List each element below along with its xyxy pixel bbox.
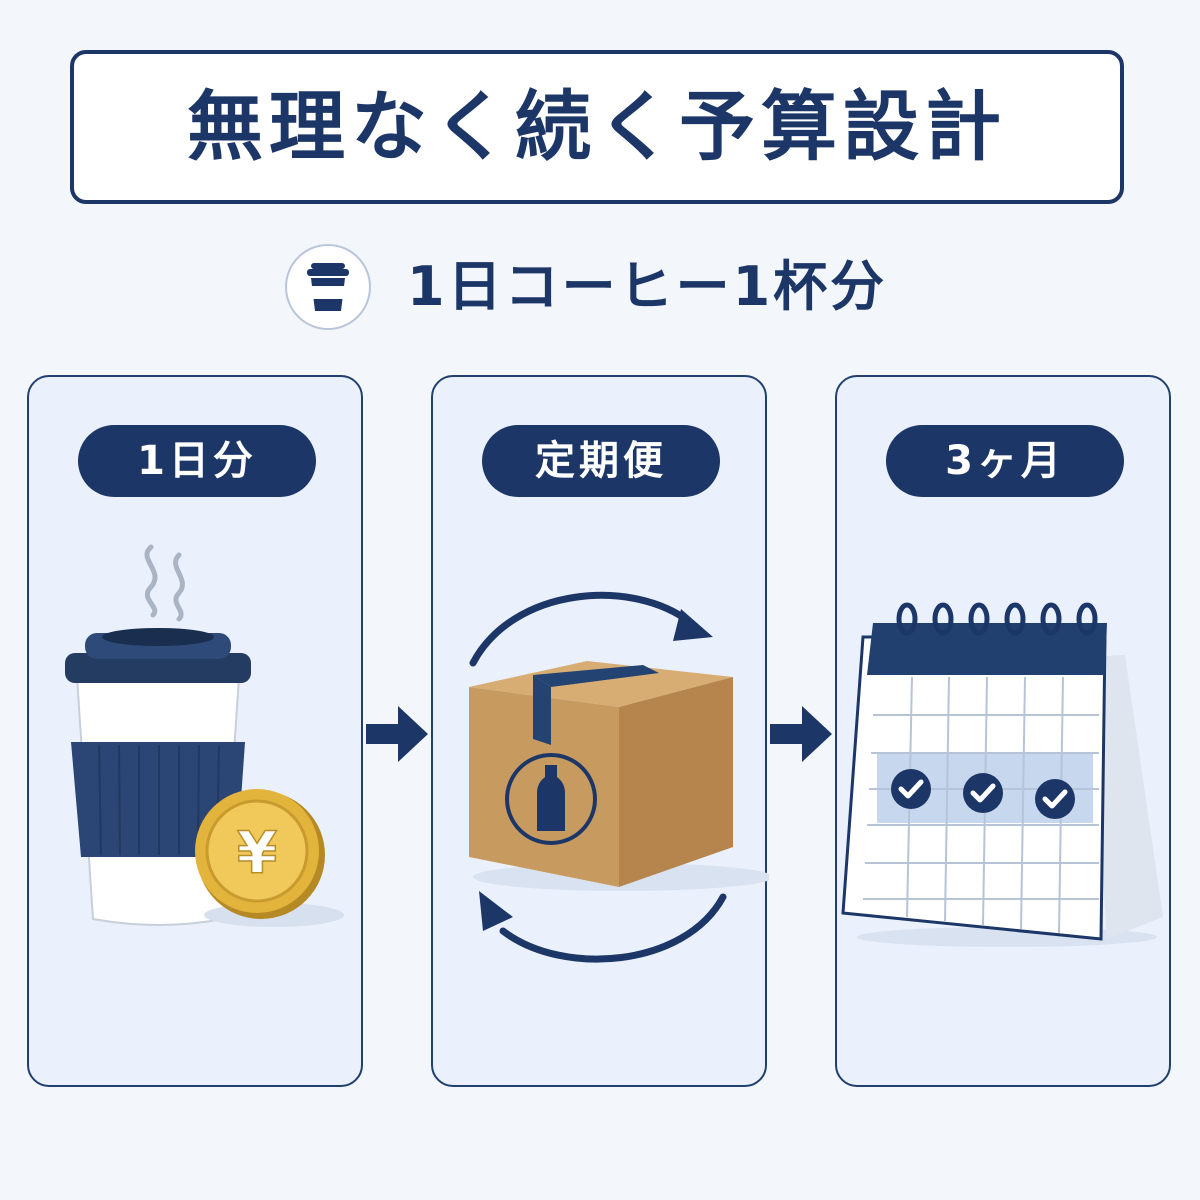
check-mark-icon (891, 769, 931, 809)
subtitle-row: 1日コーヒー1杯分 (285, 242, 887, 332)
desk-calendar-icon (841, 602, 1163, 941)
right-arrow-icon (768, 694, 836, 774)
panel-label-subscription: 定期便 (482, 425, 720, 497)
coffee-with-yen-illustration: ¥ (29, 527, 365, 1087)
panel-daily: 1日分 (27, 375, 363, 1087)
check-mark-icon (1035, 779, 1075, 819)
cycle-arrow-icon (469, 591, 727, 963)
svg-text:¥: ¥ (237, 819, 277, 887)
coffee-cup-icon (285, 244, 371, 330)
right-arrow-icon (364, 694, 432, 774)
panel-label-daily: 1日分 (78, 425, 316, 497)
panel-label-three-months: 3ヶ月 (886, 425, 1124, 497)
panel-subscription: 定期便 (431, 375, 769, 1087)
subscription-box-illustration (433, 527, 769, 1087)
subtitle-text: 1日コーヒー1杯分 (407, 255, 888, 318)
cardboard-box-icon (469, 661, 733, 887)
calendar-illustration (837, 527, 1173, 1087)
yen-coin-icon: ¥ (195, 789, 325, 919)
steam-icon (144, 544, 185, 622)
panel-three-months: 3ヶ月 (835, 375, 1171, 1087)
check-mark-icon (963, 773, 1003, 813)
page-title: 無理なく続く予算設計 (187, 82, 1007, 171)
title-banner: 無理なく続く予算設計 (70, 50, 1124, 204)
